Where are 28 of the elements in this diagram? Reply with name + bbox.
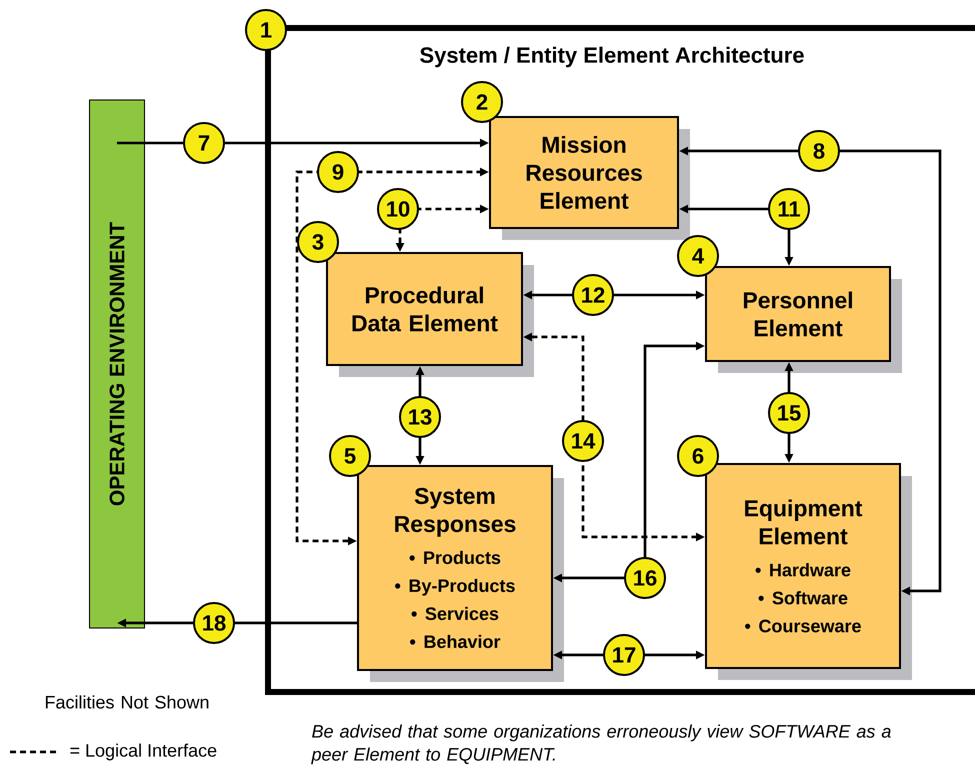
element-box: System Responses • Products • By-Products • Services • Behavior: [357, 464, 564, 682]
callout-number: 15: [768, 392, 810, 434]
callout-number: 3: [297, 220, 339, 263]
callout-number: 7: [183, 122, 225, 164]
environment-bar: OPERATING ENVIRONMENT: [89, 100, 145, 628]
callout-number: 17: [603, 634, 645, 676]
callout-number: 8: [798, 130, 840, 172]
callout-number: 4: [677, 234, 719, 277]
callout-number: 9: [317, 150, 359, 193]
callout-number: 1: [245, 8, 287, 51]
callout-number: 10: [377, 188, 419, 230]
element-box: Procedural Data Element: [326, 252, 534, 377]
callout-number: 18: [193, 602, 235, 644]
element-box: Equipment Element • Hardware • Software • Courseware: [705, 462, 912, 680]
callout-number: 11: [768, 188, 810, 230]
element-box: Personnel Element: [705, 266, 902, 373]
frame-title: System / Entity Element Architecture: [420, 46, 804, 68]
callout-number: 12: [572, 274, 614, 316]
callout-number: 6: [677, 434, 719, 477]
callout-number: 16: [624, 556, 666, 599]
legend-text: = Logical Interface: [70, 744, 216, 760]
callout-number: 5: [329, 434, 371, 477]
callout-number: 13: [399, 396, 441, 438]
callout-number: 2: [461, 81, 503, 123]
callout-number: 14: [562, 420, 604, 462]
caption-note: Be advised that some organizations erroneously view SOFTWARE as a peer Element to EQUIPMENT.: [311, 724, 891, 764]
note-text: Facilities Not Shown: [46, 695, 208, 709]
element-box: Mission Resources Element: [489, 116, 690, 240]
